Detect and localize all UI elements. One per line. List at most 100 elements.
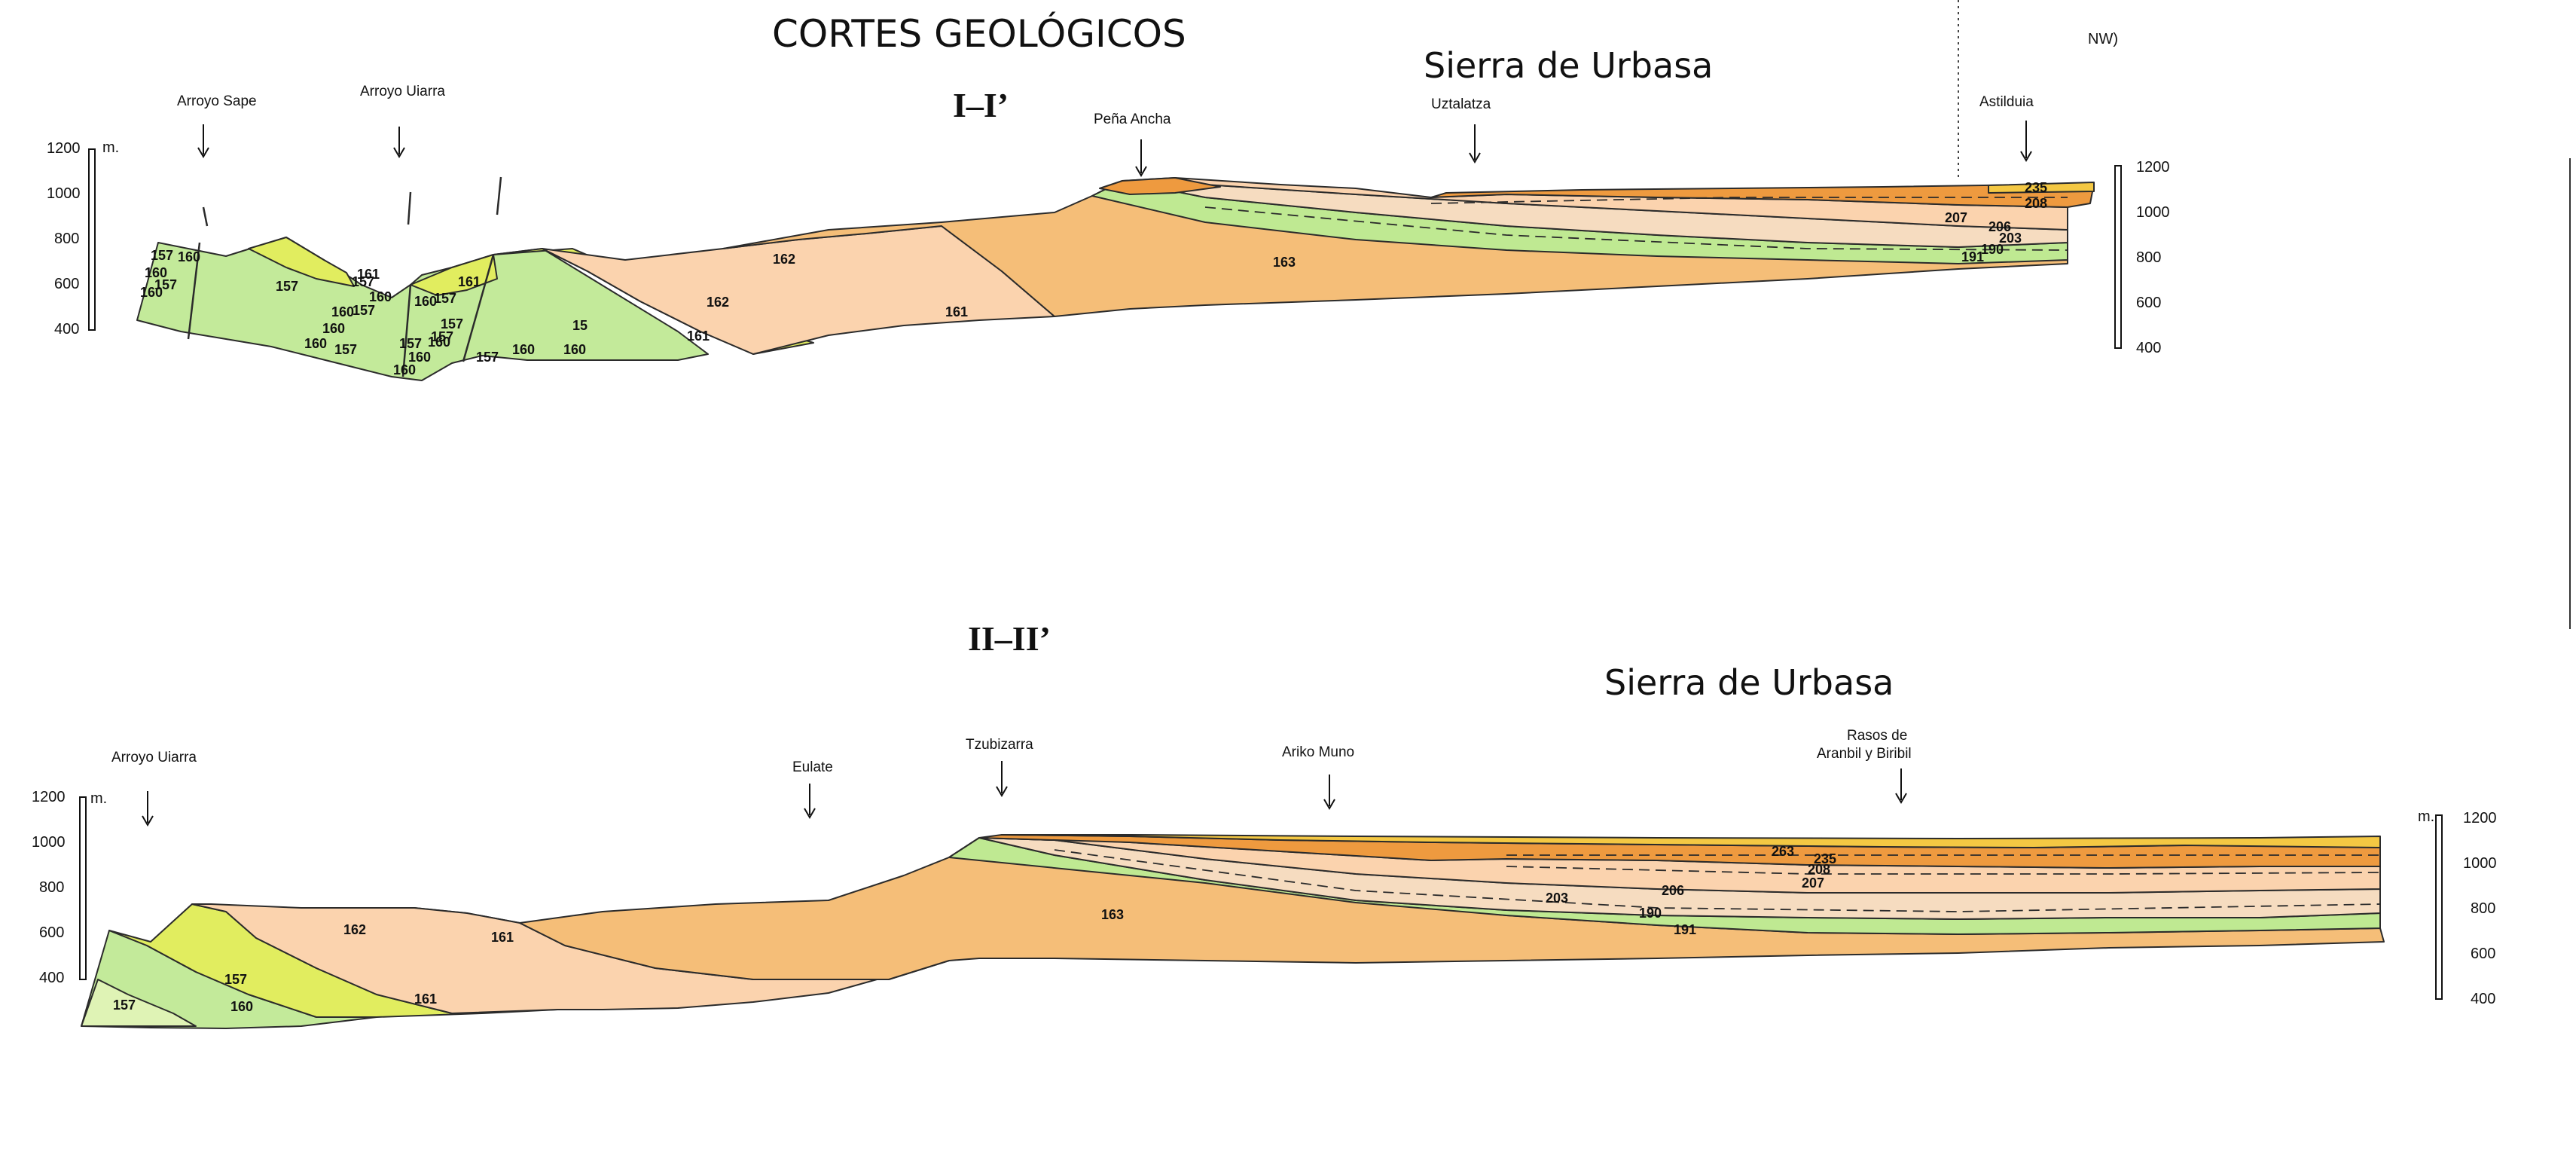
scale-tick: 1000	[32, 834, 66, 851]
place-label: Arroyo Uiarra	[111, 750, 197, 765]
scale-tick: 800	[54, 231, 79, 247]
unit-code: 163	[1273, 255, 1296, 270]
unit-code: 206	[1662, 883, 1684, 898]
unit-code: 161	[945, 304, 968, 319]
scale-tick: 1200	[32, 789, 66, 805]
section-2-subtitle: Sierra de Urbasa	[1604, 662, 1894, 703]
unit-code: 160	[140, 285, 163, 300]
scale-tick: 600	[54, 276, 79, 292]
unit-code: 157	[154, 277, 177, 292]
unit-code: 161	[414, 991, 437, 1007]
unit-code: 157	[334, 342, 357, 357]
scale-tick: 1200	[2136, 159, 2170, 176]
scale-tick: 400	[2136, 340, 2161, 356]
unit-code: 207	[1945, 210, 1967, 225]
section-1-strata	[136, 177, 2095, 381]
section-2-place-arrows	[142, 761, 1907, 826]
unit-code: 160	[369, 289, 392, 304]
scale-tick: 800	[2136, 249, 2161, 266]
section-2-left-scale: m. 1200 1000 800 600 400	[32, 789, 107, 986]
unit-code: 207	[1802, 875, 1824, 891]
scale-tick: 1000	[2136, 204, 2170, 221]
section-1-subtitle: Sierra de Urbasa	[1424, 45, 1713, 86]
unit-code: 160	[145, 265, 167, 280]
unit-code: 157	[352, 274, 374, 289]
unit-code: 203	[1546, 891, 1568, 906]
place-label: Rasos de	[1847, 728, 1907, 744]
unit-code: 190	[1981, 242, 2004, 257]
section-1-right-scale: 1200 1000 800 600 400	[2114, 159, 2170, 356]
section-1-unit-codes: 157 160 160 157 160 157 160 161 157 160 …	[140, 180, 2047, 377]
unit-code: 160	[230, 999, 253, 1014]
unit-code: 157	[431, 329, 453, 344]
corner-note: NW)	[2088, 31, 2118, 47]
scale-tick: 400	[54, 321, 79, 338]
unit-code: 161	[687, 328, 710, 344]
unit-code: 161	[491, 930, 514, 945]
section-1-title: I–I’	[953, 86, 1009, 124]
unit-code: 157	[151, 248, 173, 263]
unit-code: 206	[1988, 219, 2011, 234]
unit-code: 160	[178, 249, 200, 264]
scale-unit: m.	[90, 790, 107, 807]
section-2-unit-codes: 157 157 160 161 162 161 163 263 235 208 …	[113, 844, 1836, 1014]
unit-code: 235	[1814, 851, 1836, 866]
unit-157-zone-light	[81, 979, 197, 1027]
scale-tick: 1000	[2463, 855, 2497, 872]
section-1-left-scale: m. 1200 1000 800 600 400	[47, 139, 119, 338]
unit-code: 160	[512, 342, 535, 357]
unit-code: 160	[428, 335, 450, 350]
scale-tick: 400	[39, 970, 64, 986]
unit-161-wedge-left	[248, 237, 355, 287]
unit-code: 162	[707, 295, 729, 310]
scale-tick: 600	[39, 924, 64, 941]
unit-code: 263	[1772, 844, 1794, 859]
section-2-structure-lines	[1054, 849, 2381, 912]
place-label: Arroyo Uiarra	[360, 84, 445, 99]
scale-tick: 800	[39, 879, 64, 896]
unit-code: 157	[434, 291, 456, 306]
unit-263-band	[1001, 834, 2381, 848]
unit-code: 157	[224, 972, 247, 987]
unit-code: 162	[343, 922, 366, 937]
place-label: Astilduia	[1979, 94, 2034, 110]
unit-code: 161	[458, 274, 481, 289]
place-label: Tzubizarra	[966, 737, 1033, 753]
place-label: Ariko Muno	[1282, 744, 1354, 760]
unit-161-wedge-mid	[410, 254, 498, 296]
section-1-place-arrows	[197, 121, 2032, 177]
section-1-structure-lines	[187, 176, 2068, 377]
place-label: Uztalatza	[1431, 96, 1491, 112]
unit-code: 208	[2025, 196, 2047, 211]
unit-code: 160	[408, 350, 431, 365]
unit-code: 160	[414, 294, 437, 309]
section-2-strata	[81, 834, 2385, 1029]
unit-208-wedge	[1099, 177, 1221, 195]
scale-tick: 1000	[47, 185, 81, 202]
scale-tick: 600	[2136, 295, 2161, 311]
place-label: Peña Ancha	[1094, 112, 1171, 127]
section-2-title: II–II’	[968, 619, 1051, 658]
section-1: I–I’ Sierra de Urbasa m. 1200 1000 800 6…	[47, 45, 2170, 381]
unit-code: 160	[331, 304, 354, 319]
unit-code: 160	[304, 336, 327, 351]
unit-code: 157	[476, 350, 499, 365]
scale-unit: m.	[2418, 808, 2434, 825]
unit-code: 161	[357, 267, 380, 282]
unit-code: 160	[563, 342, 586, 357]
scale-unit: m.	[102, 139, 119, 156]
scale-tick: 600	[2471, 946, 2495, 962]
unit-code: 190	[1639, 906, 1662, 921]
place-label: Eulate	[792, 759, 833, 775]
unit-235-band	[1988, 182, 2095, 194]
page-title: CORTES GEOLÓGICOS	[772, 11, 1186, 56]
unit-code: 162	[773, 252, 795, 267]
unit-code: 160	[393, 362, 416, 377]
unit-code: 208	[1808, 862, 1830, 877]
unit-code: 157	[353, 303, 375, 318]
scale-tick: 1200	[47, 140, 81, 157]
unit-code: 191	[1674, 922, 1696, 937]
unit-code: 203	[1999, 231, 2022, 246]
scale-tick: 400	[2471, 991, 2495, 1007]
